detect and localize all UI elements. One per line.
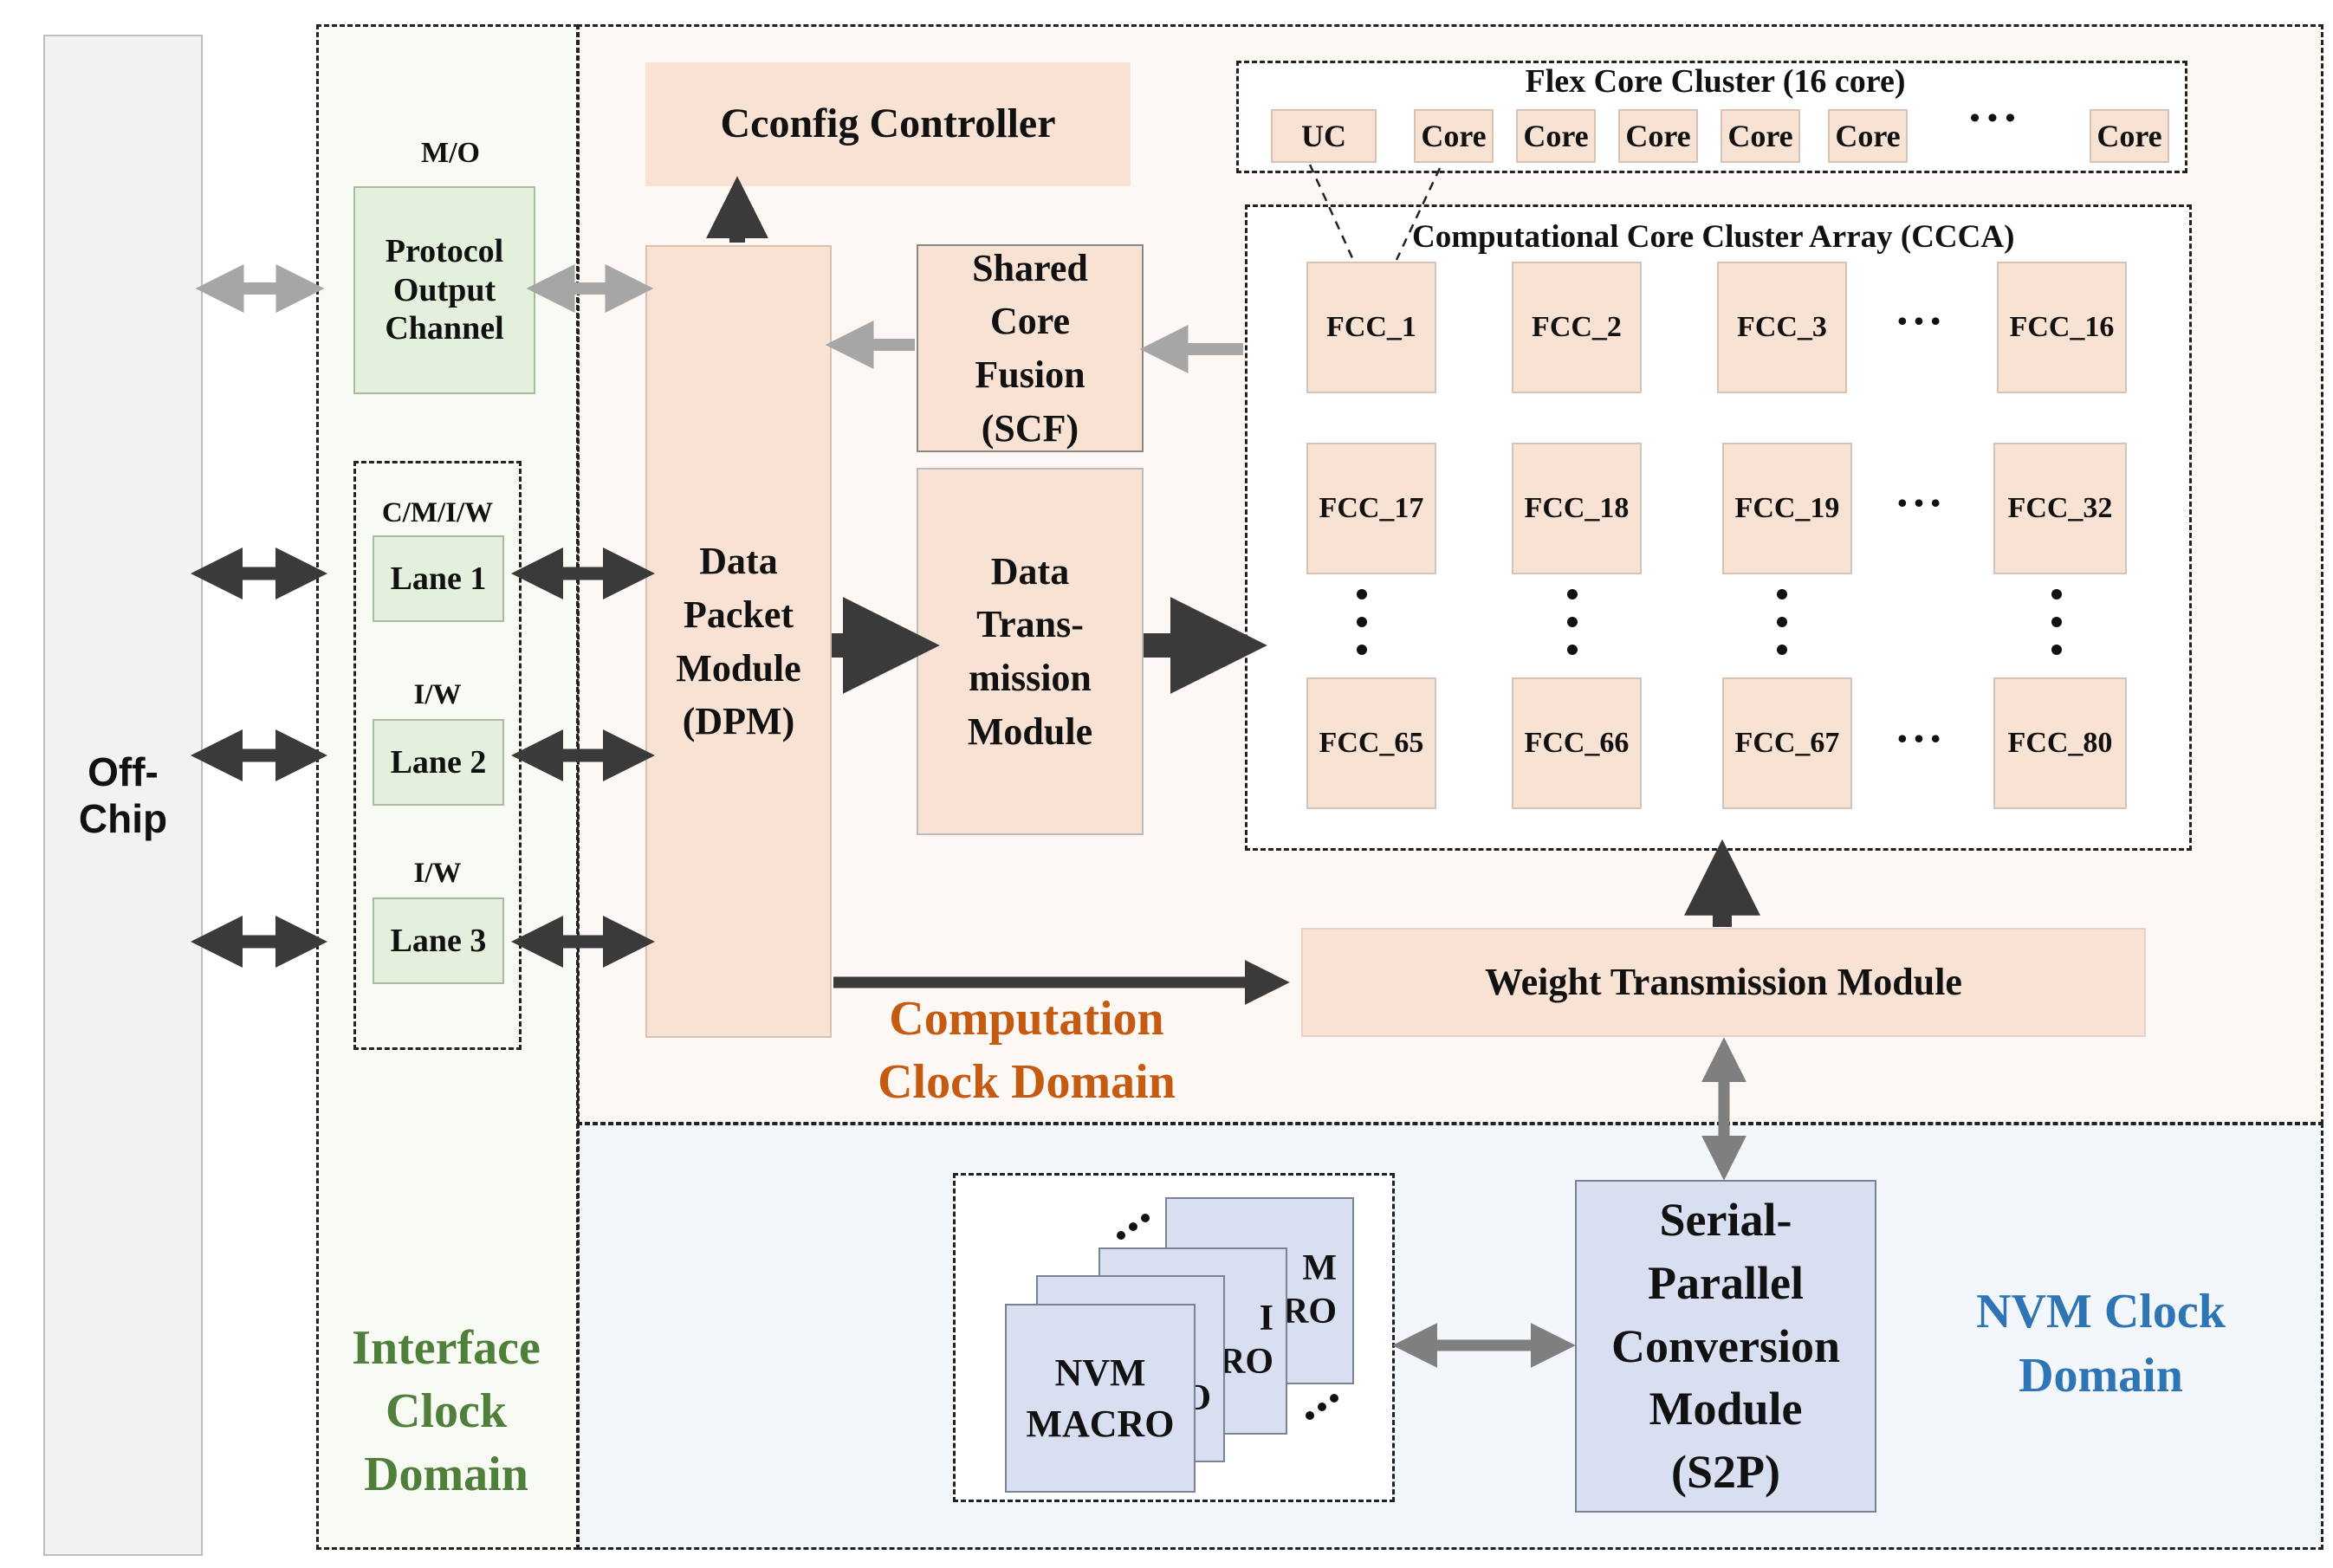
protocol-output-channel-label: Protocol Output Channel (385, 232, 504, 347)
flex-core-ellipsis: • • • (1969, 102, 2016, 134)
uc-label: UC (1301, 118, 1346, 153)
fcc-cell: FCC_32 (1993, 443, 2127, 574)
flex-core-4: Core (1721, 109, 1800, 163)
lane-1: Lane 1 (373, 535, 504, 622)
data-packet-module: Data Packet Module (DPM) (645, 245, 832, 1038)
flex-core-1-label: Core (1421, 118, 1487, 153)
protocol-output-tag: M/O (421, 137, 480, 169)
lane-2-label: Lane 2 (390, 743, 487, 781)
fcc-label: FCC_19 (1734, 491, 1840, 524)
interface-domain-label: Interface Clock Domain (352, 1321, 541, 1501)
flex-core-2: Core (1516, 109, 1596, 163)
nvm-macro-front: NVM MACRO (1005, 1304, 1196, 1493)
fcc-cell: FCC_65 (1306, 677, 1436, 809)
flex-core-2-label: Core (1523, 118, 1589, 153)
dtm-label: Data Trans- mission Module (967, 549, 1093, 753)
scf-label: Shared Core Fusion (SCF) (972, 246, 1088, 450)
lane-1-tag: C/M/I/W (381, 497, 494, 528)
ccca-row-1-ellipsis: • • • (1897, 305, 1941, 336)
fcc-cell: FCC_18 (1512, 443, 1642, 574)
fcc-label: FCC_80 (2007, 726, 2113, 759)
fcc-cell: FCC_2 (1512, 262, 1642, 393)
flex-core-cluster (1236, 61, 2187, 173)
fcc-cell: FCC_3 (1717, 262, 1847, 393)
fcc-label: FCC_32 (2007, 491, 2113, 524)
fcc-cell: FCC_67 (1722, 677, 1852, 809)
wtm-label: Weight Transmission Module (1485, 961, 1962, 1004)
flex-core-last: Core (2090, 109, 2169, 163)
flex-core-4-label: Core (1727, 118, 1793, 153)
flex-core-3: Core (1618, 109, 1698, 163)
lane-3-tag: I/W (413, 858, 462, 889)
ccca-row-2-ellipsis: • • • (1897, 487, 1941, 518)
flex-core-last-label: Core (2096, 118, 2162, 153)
s2p-module: Serial- Parallel Conversion Module (S2P) (1575, 1180, 1876, 1513)
fcc-cell: FCC_66 (1512, 677, 1642, 809)
flex-core-5: Core (1828, 109, 1908, 163)
nvm-domain-border (577, 1123, 2323, 1550)
off-chip-block: Off- Chip (43, 35, 203, 1556)
flex-core-3-label: Core (1625, 118, 1691, 153)
weight-transmission-module: Weight Transmission Module (1301, 928, 2146, 1037)
shared-core-fusion: Shared Core Fusion (SCF) (917, 244, 1144, 452)
dpm-label: Data Packet Module (DPM) (676, 540, 801, 743)
fcc-label: FCC_67 (1734, 726, 1840, 759)
nvm-macro-peek-3: M RO (1282, 1248, 1337, 1332)
fcc-cell: FCC_80 (1993, 677, 2127, 809)
fcc-cell: FCC_19 (1722, 443, 1852, 574)
fcc-label: FCC_65 (1319, 726, 1424, 759)
config-controller: Cconfig Controller (645, 62, 1131, 186)
fcc-label: FCC_16 (2009, 310, 2115, 343)
ccca-title: Computational Core Cluster Array (CCCA) (1412, 219, 2015, 255)
fcc-cell: FCC_17 (1306, 443, 1436, 574)
nvm-domain-label: NVM Clock Domain (1976, 1285, 2226, 1403)
data-transmission-module: Data Trans- mission Module (917, 468, 1144, 835)
fcc-label: FCC_17 (1319, 491, 1424, 524)
nvm-stack-dots (1117, 1214, 1338, 1420)
lane-3-label: Lane 3 (390, 922, 487, 959)
fcc-label: FCC_66 (1524, 726, 1630, 759)
lane-2-tag: I/W (413, 679, 462, 710)
fcc-label: FCC_1 (1326, 310, 1416, 343)
fcc-label: FCC_3 (1737, 310, 1827, 343)
protocol-output-channel: Protocol Output Channel (353, 186, 535, 394)
nvm-macro-peek-2: I RO (1219, 1299, 1273, 1382)
flex-cluster-callout (1308, 164, 1442, 261)
off-chip-label: Off- Chip (78, 748, 168, 841)
computation-domain-label: Computation Clock Domain (878, 992, 1176, 1109)
fcc-label: FCC_18 (1524, 491, 1630, 524)
flex-core-cluster-title: Flex Core Cluster (16 core) (1525, 63, 1906, 100)
flex-core-5-label: Core (1835, 118, 1901, 153)
config-controller-label: Cconfig Controller (720, 100, 1056, 147)
flex-core-1: Core (1414, 109, 1494, 163)
lane-3: Lane 3 (373, 897, 504, 984)
fcc-cell: FCC_16 (1997, 262, 2127, 393)
lane-1-label: Lane 1 (390, 560, 487, 597)
fcc-cell: FCC_1 (1306, 262, 1436, 393)
lane-2: Lane 2 (373, 719, 504, 806)
uc-core: UC (1271, 109, 1377, 163)
ccca-vertical-ellipsis (1357, 589, 2062, 655)
nvm-macro-front-label: NVM MACRO (1026, 1351, 1175, 1445)
ccca-row-3-ellipsis: • • • (1897, 722, 1941, 754)
fcc-label: FCC_2 (1532, 310, 1622, 343)
s2p-label: Serial- Parallel Conversion Module (S2P) (1610, 1193, 1840, 1499)
